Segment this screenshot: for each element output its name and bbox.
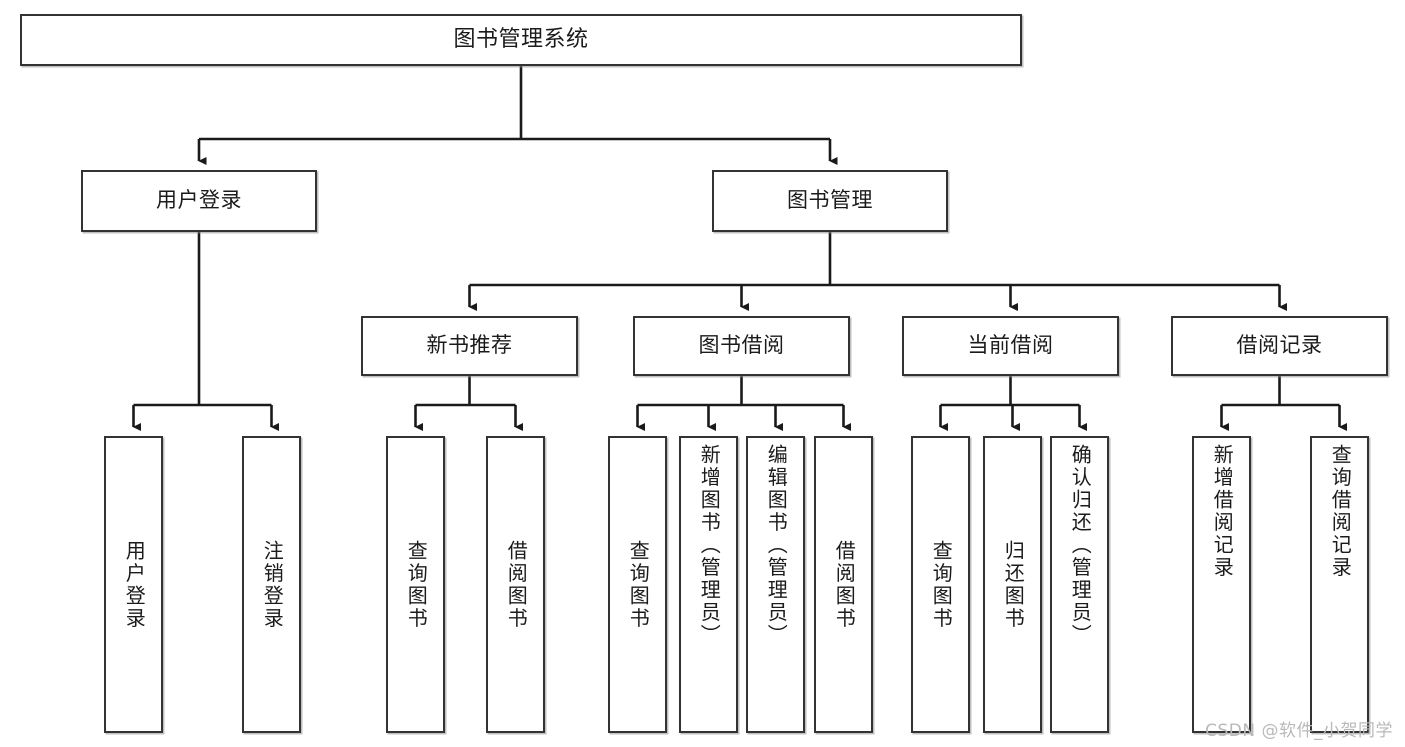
node-leaf-query-book-current-label: 查询图书 — [929, 539, 954, 630]
node-current-borrow[interactable]: 当前借阅 — [902, 316, 1119, 376]
node-leaf-query-book-recommend-label: 查询图书 — [404, 539, 429, 630]
node-leaf-edit-book-admin-label: 编辑图书（管理员） — [764, 444, 789, 647]
node-leaf-query-borrow-record-label: 查询借阅记录 — [1328, 444, 1353, 579]
node-leaf-user-login[interactable]: 用户登录 — [104, 436, 163, 733]
node-user-login-label: 用户登录 — [156, 188, 242, 213]
node-leaf-return-book[interactable]: 归还图书 — [983, 436, 1042, 733]
node-leaf-borrow-book-recommend-label: 借阅图书 — [504, 539, 529, 630]
node-book-borrow-label: 图书借阅 — [698, 333, 785, 358]
node-leaf-query-book-borrow[interactable]: 查询图书 — [608, 436, 667, 733]
node-leaf-borrow-book-recommend[interactable]: 借阅图书 — [486, 436, 545, 733]
node-leaf-borrow-book[interactable]: 借阅图书 — [814, 436, 873, 733]
node-leaf-logout[interactable]: 注销登录 — [242, 436, 301, 733]
node-book-management-label: 图书管理 — [787, 188, 873, 213]
node-leaf-query-book-borrow-label: 查询图书 — [626, 539, 651, 630]
node-leaf-confirm-return-admin[interactable]: 确认归还（管理员） — [1050, 436, 1109, 733]
node-leaf-query-book-recommend[interactable]: 查询图书 — [386, 436, 445, 733]
node-borrow-record-label: 借阅记录 — [1236, 333, 1323, 358]
node-book-borrow[interactable]: 图书借阅 — [633, 316, 850, 376]
node-leaf-query-borrow-record[interactable]: 查询借阅记录 — [1310, 436, 1369, 733]
node-leaf-borrow-book-label: 借阅图书 — [832, 539, 857, 630]
node-root[interactable]: 图书管理系统 — [20, 14, 1022, 66]
node-leaf-add-borrow-record-label: 新增借阅记录 — [1210, 444, 1235, 579]
node-user-login[interactable]: 用户登录 — [81, 170, 317, 232]
csdn-watermark: CSDN @软件_小贺同学 — [1205, 721, 1393, 741]
node-leaf-edit-book-admin[interactable]: 编辑图书（管理员） — [746, 436, 805, 733]
node-leaf-add-book-admin[interactable]: 新增图书（管理员） — [679, 436, 738, 733]
node-leaf-add-borrow-record[interactable]: 新增借阅记录 — [1192, 436, 1251, 733]
node-new-book-recommend[interactable]: 新书推荐 — [361, 316, 578, 376]
node-leaf-confirm-return-admin-label: 确认归还（管理员） — [1068, 444, 1093, 647]
node-leaf-user-login-label: 用户登录 — [122, 539, 147, 630]
node-book-management[interactable]: 图书管理 — [712, 170, 948, 232]
node-leaf-return-book-label: 归还图书 — [1001, 539, 1026, 630]
node-leaf-query-book-current[interactable]: 查询图书 — [911, 436, 970, 733]
node-current-borrow-label: 当前借阅 — [967, 333, 1054, 358]
node-leaf-logout-label: 注销登录 — [260, 539, 285, 630]
node-root-label: 图书管理系统 — [453, 26, 589, 52]
node-borrow-record[interactable]: 借阅记录 — [1171, 316, 1388, 376]
node-new-book-recommend-label: 新书推荐 — [426, 333, 513, 358]
node-leaf-add-book-admin-label: 新增图书（管理员） — [697, 444, 722, 647]
